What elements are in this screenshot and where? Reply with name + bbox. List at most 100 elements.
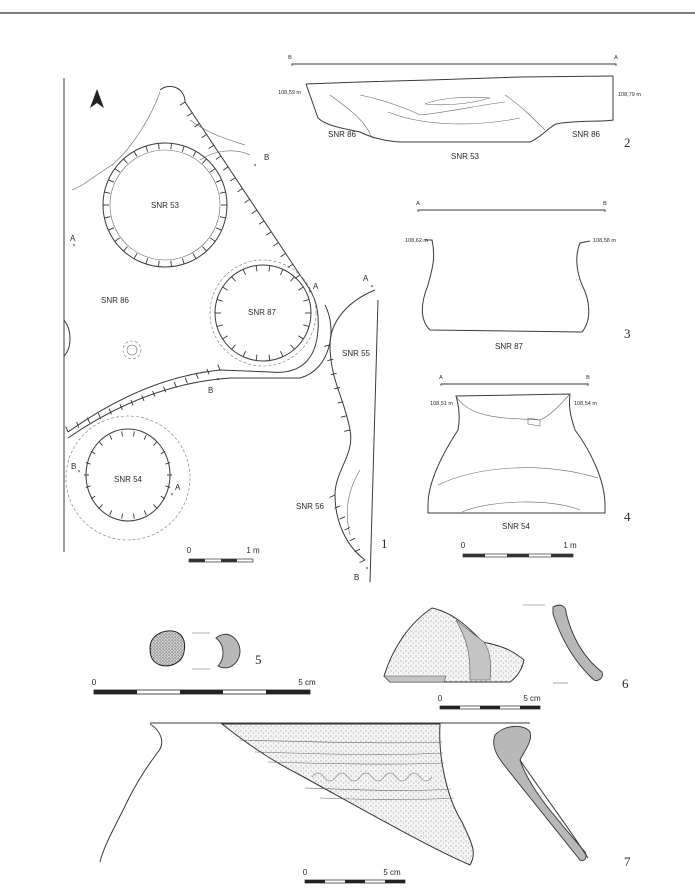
hachure-tick — [153, 441, 158, 446]
section-scale-end: 1 m — [563, 541, 577, 550]
hachure-tick — [258, 220, 265, 225]
hachure-tick — [255, 354, 258, 361]
figure-number-1: 1 — [381, 536, 388, 551]
section53-label-center: SNR 53 — [451, 152, 480, 161]
section53-label-right: SNR 86 — [572, 130, 601, 139]
plan-scale-start: 0 — [187, 546, 192, 555]
section53-elev-right: 108,79 m — [618, 92, 641, 98]
hachure-tick — [303, 299, 310, 302]
pit-snr87-outer — [209, 259, 317, 367]
plan-scale-end: 1 m — [246, 546, 260, 555]
svg-text:×: × — [416, 209, 419, 215]
hachure-tick — [244, 198, 250, 204]
hachure-tick — [354, 548, 361, 553]
hachure-tick — [208, 144, 214, 149]
plan-point-a1: A — [70, 234, 76, 243]
section-snr53: × × B A 108,59 m 108,79 m SNR 86 SNR 86 … — [278, 55, 641, 161]
hachure-tick — [152, 390, 156, 397]
svg-text:×: × — [253, 163, 256, 169]
hachure-tick — [98, 441, 103, 446]
svg-text:×: × — [216, 377, 219, 383]
figure-number-4: 4 — [624, 509, 631, 524]
svg-text:×: × — [603, 209, 606, 215]
post-hole — [122, 340, 142, 360]
hachure-tick — [334, 505, 341, 509]
hachure-tick — [201, 134, 207, 139]
pit-snr56-inner — [346, 469, 361, 536]
hachure-tick — [90, 495, 96, 500]
section-snr54: × × A B 108,51 m 108,54 m SNR 54 0 1 m 4 — [427, 375, 631, 558]
hachure-tick — [344, 429, 351, 432]
hachure-tick — [206, 368, 210, 375]
hachure-tick — [90, 450, 96, 455]
hachure-tick — [216, 299, 223, 302]
hachure-tick — [133, 253, 138, 259]
section53-label-left: SNR 86 — [328, 130, 357, 139]
hachure-tick — [181, 258, 185, 265]
hachure-tick — [181, 145, 185, 152]
hachure-tick — [337, 401, 344, 404]
hachure-tick — [242, 351, 246, 357]
hachure-tick — [121, 513, 123, 519]
hachure-tick — [210, 237, 216, 242]
hachure-tick — [108, 227, 115, 231]
hachure-tick — [160, 450, 166, 455]
hachure-tick — [327, 358, 334, 361]
hachure-tick — [143, 510, 147, 516]
find6-scale-bar: 0 5 cm — [438, 694, 541, 710]
hachure-tick — [133, 431, 135, 437]
north-arrow-icon — [90, 89, 104, 108]
section53-elev-left: 108,59 m — [278, 90, 301, 96]
post-hole-core — [126, 344, 138, 356]
hachure-tick — [210, 168, 216, 173]
hachure-tick — [298, 286, 304, 291]
pit-inner-line — [189, 119, 246, 146]
hachure-tick — [251, 209, 258, 214]
section54-label: SNR 54 — [502, 522, 531, 531]
hachure-tick — [114, 237, 120, 242]
find5-scale-end: 5 cm — [298, 678, 316, 687]
hachure-tick — [179, 101, 186, 106]
plan-label-snr87: SNR 87 — [248, 308, 277, 317]
hachure-tick — [339, 516, 346, 520]
trench-edge-right — [369, 299, 379, 583]
plan-point-a3: A — [363, 274, 369, 283]
hachure-tick — [334, 387, 341, 390]
hachure-tick — [231, 344, 236, 350]
hachure-tick — [133, 151, 138, 157]
hachure-tick — [123, 246, 128, 252]
hachure-tick — [231, 276, 236, 282]
hachure-tick — [109, 434, 113, 440]
hachure-tick — [222, 286, 228, 291]
plan-point-b1: B — [264, 153, 269, 162]
plan-point-a4: A — [175, 483, 181, 492]
section87-end-left: A — [416, 201, 420, 207]
hachure-tick — [133, 513, 135, 519]
hachure-tick — [98, 504, 103, 509]
svg-text:×: × — [77, 469, 80, 475]
hachure-tick — [123, 158, 128, 164]
svg-text:×: × — [72, 243, 75, 249]
hachure-tick — [215, 155, 222, 160]
section87-elev-left: 108,62 m — [405, 238, 428, 244]
figure-number-2: 2 — [624, 135, 631, 150]
hachure-tick — [273, 242, 279, 247]
hachure-tick — [230, 177, 236, 182]
section87-label: SNR 87 — [495, 342, 524, 351]
pit-inner-line — [71, 91, 161, 191]
hachure-tick — [108, 408, 112, 415]
hachure-tick — [222, 335, 228, 340]
section-snr87: × × A B 108,62 m 108,58 m SNR 87 3 — [405, 201, 630, 351]
hachure-tick — [268, 354, 271, 361]
hachure-tick — [170, 260, 172, 267]
hachure-tick — [153, 504, 158, 509]
plan-label-snr53: SNR 53 — [151, 201, 180, 210]
hachure-tick — [215, 227, 222, 231]
hachure-tick — [158, 143, 160, 150]
plan-point-b4: B — [354, 573, 359, 582]
hachure-tick — [87, 417, 91, 424]
hachure-tick — [255, 265, 258, 272]
section-scale-start: 0 — [461, 541, 466, 550]
hachure-tick — [219, 216, 226, 219]
